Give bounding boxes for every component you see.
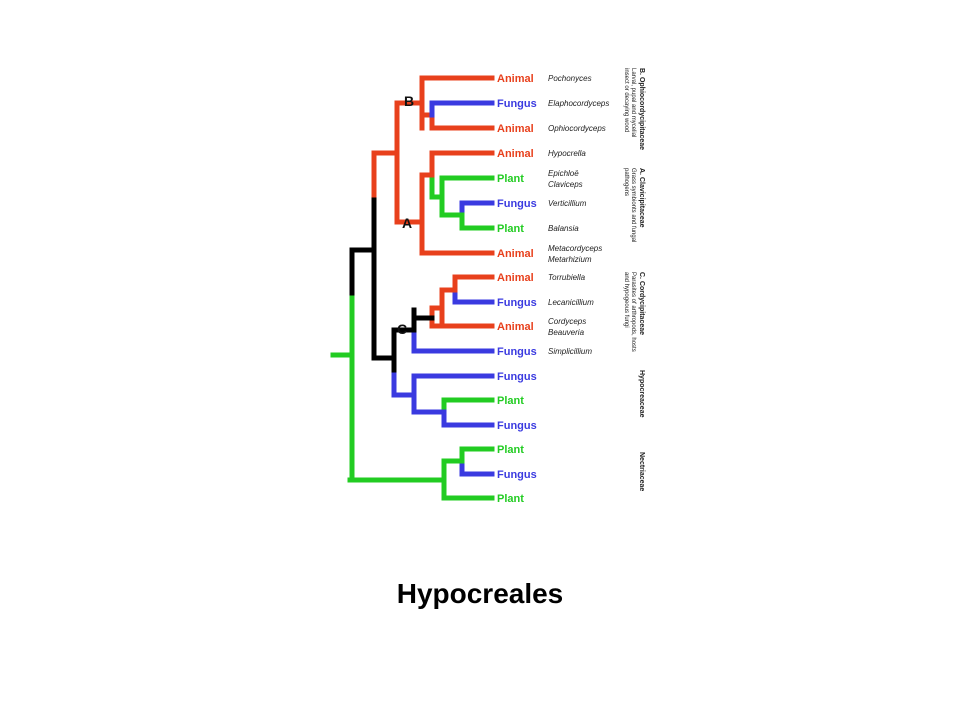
- node-letter-a: A: [402, 215, 412, 231]
- leaf-label-animal: Animal: [497, 272, 534, 284]
- leaf-label-animal: Animal: [497, 321, 534, 333]
- node-letter-b: B: [404, 93, 414, 109]
- genus-name: Cordyceps: [548, 317, 586, 326]
- family-title: C. Cordycipitaceae: [638, 272, 645, 335]
- family-subtitle: and hypogeous fungi: [623, 272, 629, 328]
- leaf-label-plant: Plant: [497, 444, 524, 456]
- leaf-label-fungus: Fungus: [497, 297, 537, 309]
- genus-name: Claviceps: [548, 180, 583, 189]
- genus-name: Torrubiella: [548, 273, 586, 282]
- genus-name: Balansia: [548, 224, 579, 233]
- leaf-label-fungus: Fungus: [497, 346, 537, 358]
- leaf-label-fungus: Fungus: [497, 98, 537, 110]
- genus-name: Pochonyces: [548, 74, 592, 83]
- leaf-label-animal: Animal: [497, 123, 534, 135]
- family-label: Hypocreaceae: [638, 370, 645, 418]
- leaf-label-fungus: Fungus: [497, 469, 537, 481]
- leaf-label-plant: Plant: [497, 173, 524, 185]
- family-subtitle: Grass symbionts and fungal: [630, 168, 636, 242]
- leaf-label-plant: Plant: [497, 395, 524, 407]
- leaf-label-fungus: Fungus: [497, 420, 537, 432]
- genus-name: Hypocrella: [548, 149, 586, 158]
- leaf-label-fungus: Fungus: [497, 198, 537, 210]
- genus-name: Metacordyceps: [548, 244, 602, 253]
- genus-name: Ophiocordyceps: [548, 124, 606, 133]
- family-subtitle: Larval, pupal and mycelial: [630, 68, 636, 137]
- figure-caption: Hypocreales: [396, 578, 564, 609]
- leaf-labels: AnimalFungusAnimalAnimalPlantFungusPlant…: [497, 73, 537, 505]
- genus-name: Metarhizium: [548, 255, 592, 264]
- genus-name: Epichloë: [548, 169, 579, 178]
- genus-name: Beauveria: [548, 328, 585, 337]
- node-letters: B A C: [397, 93, 414, 337]
- leaf-label-plant: Plant: [497, 223, 524, 235]
- leaf-label-fungus: Fungus: [497, 371, 537, 383]
- genus-names: PochonycesElaphocordycepsOphiocordycepsH…: [548, 74, 609, 356]
- genus-name: Simplicillium: [548, 347, 592, 356]
- family-title: Hypocreaceae: [638, 370, 645, 418]
- family-title: B. Ophiocordycipitaceae: [638, 68, 645, 150]
- genus-name: Lecanicillium: [548, 298, 594, 307]
- family-label: Nectriaceae: [638, 452, 645, 491]
- genus-name: Elaphocordyceps: [548, 99, 609, 108]
- leaf-label-plant: Plant: [497, 493, 524, 505]
- family-title: A. Clavicipitaceae: [638, 168, 645, 228]
- family-title: Nectriaceae: [638, 452, 645, 491]
- genus-name: Verticillium: [548, 199, 587, 208]
- tree-branches: [330, 75, 495, 501]
- family-subtitle: insect or decaying wood: [623, 68, 629, 132]
- family-subtitle: Parasites of arthropods, hosts: [630, 272, 636, 352]
- leaf-label-animal: Animal: [497, 248, 534, 260]
- leaf-label-animal: Animal: [497, 73, 534, 85]
- leaf-label-animal: Animal: [497, 148, 534, 160]
- node-letter-c: C: [397, 321, 407, 337]
- family-subtitle: pathogens: [623, 168, 629, 196]
